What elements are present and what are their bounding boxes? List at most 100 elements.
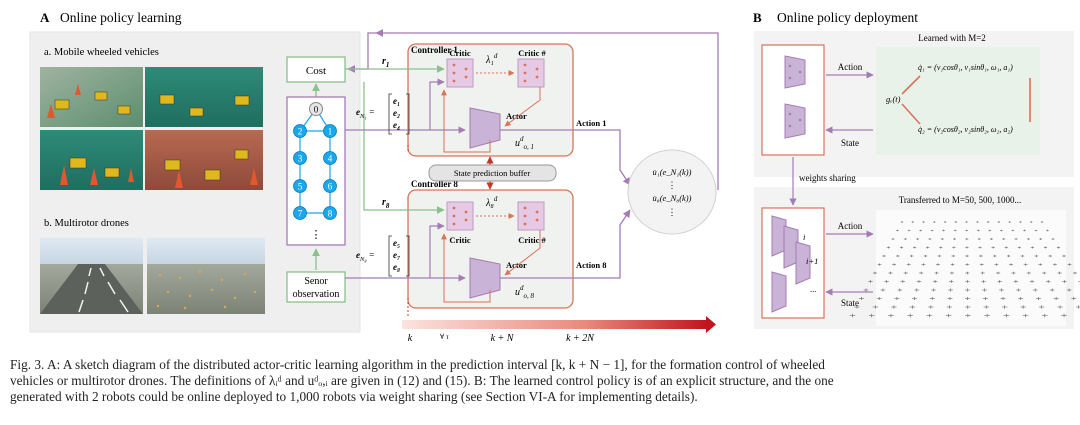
vec8-e8: e₈ [393,262,400,272]
swarm-drone [894,296,900,301]
vehicle-photos [40,67,263,190]
swarm-drone [965,271,970,275]
swarm-drone [1075,305,1080,309]
bottom-state-label: State [841,298,859,308]
panel-b-letter: B [753,10,762,25]
caption-line-1: Fig. 3. A: A sketch diagram of the distr… [10,357,825,372]
swarm-drone [948,288,954,292]
swarm-drone [939,246,943,249]
prediction-dots: ⋮ [668,180,677,190]
sensor-label-2: observation [293,289,340,300]
swarm-drone [1032,288,1038,292]
swarm-drone [999,229,1003,232]
top-action-label: Action [838,62,863,72]
swarm-drone [888,271,893,275]
graph-node-3-label: 3 [298,154,303,164]
swarm-drone [983,305,989,309]
vec1-e2: e₂ [393,108,400,118]
controller-8: Controller 8 λ₈d Critic Critic # Actor u… [407,179,574,309]
bottom-action-label: Action [838,221,863,231]
prediction-1: u̇₁(e_N₁(k)) [653,167,692,177]
drone-swarm [849,221,1080,318]
swarm-drone [1002,238,1006,240]
drone-photos [40,238,265,314]
swarm-drone [1011,229,1015,232]
action-1-arrow [500,129,631,186]
controller-1-critic-label: Critic [449,48,470,58]
network-dots: ... [810,284,816,294]
controller-1-critic [446,58,474,88]
vec8-e7: e₇ [393,250,400,260]
swarm-drone [1022,313,1029,318]
prediction-dots-2: ⋮ [668,207,677,217]
swarm-drone [919,271,924,275]
swarm-drone [1023,229,1026,232]
swarm-drone [965,305,971,309]
e-n8-label: eN₈= [356,250,375,263]
swarm-drone [932,280,938,283]
swarm-drone [933,221,936,223]
figure-caption: Fig. 3. A: A sketch diagram of the distr… [10,357,1072,406]
prediction-8: u̇₈(e_N₈(k)) [653,193,692,203]
swarm-drone [965,313,971,318]
controller-8-lambda: λ₈d [485,195,498,209]
panel-a-title: Online policy learning [60,10,182,25]
graph-node-0 [309,102,323,116]
neighbor-vector-8: eN₈= e₅ e₇ e₈ [356,235,410,277]
controller-8-critic-hash-label: Critic # [518,235,546,245]
swarm-drone [953,238,957,240]
network-i-plus-1: i+1 [806,256,818,266]
swarm-drone [965,229,969,232]
panel-b-title: Online policy deployment [777,10,918,25]
swarm-drone [1030,246,1034,249]
swarm-drone [923,254,928,258]
controller-8-u: udo, 8 [515,284,535,300]
swarm-drone [1001,305,1008,309]
sensor-box [286,271,346,303]
action-8-label: Action 8 [576,260,606,270]
swarm-drone [872,271,878,275]
swarm-drone [899,246,904,249]
swarm-drone [988,229,992,232]
swarm-drone [997,280,1002,283]
swarm-drone [965,296,971,301]
swarm-drone [909,305,916,309]
graph-node-8-label: 8 [328,209,333,219]
swarm-drone [906,263,911,266]
action-1-label: Action 1 [576,118,606,128]
action-8-arrow [500,209,631,279]
swarm-drone [926,313,933,318]
swarm-drone [949,271,955,275]
photo-drones-2 [147,238,265,264]
e-n1-label: eN₁= [356,107,375,120]
graph-node-2 [293,124,307,138]
swarm-drone [911,221,914,223]
swarm-drone [886,246,891,249]
swarm-drone [897,288,903,292]
swarm-drone [995,271,1001,275]
graph-node-1-label: 1 [328,127,333,137]
swarm-drone [1072,271,1078,275]
swarm-drone [1034,254,1039,258]
swarm-drone [942,229,946,232]
swarm-drone [909,254,914,258]
graph-node-5 [293,179,307,193]
swarm-drone [986,221,990,223]
swarm-drone [912,296,918,301]
swarm-drone [965,280,970,283]
swarm-drone [863,288,869,292]
swarm-drone [884,280,889,283]
controller-8-actor-label: Actor [506,260,527,270]
communication-graph: 0 1 2 3 4 5 6 7 8 ⋮ [286,96,346,246]
swarm-drone [1062,254,1066,258]
swarm-drone [903,238,907,240]
swarm-drone [977,238,981,240]
neighbor-vector-1: eN₁= e₁ e₂ e₄ [356,93,410,135]
swarm-drone [919,229,922,232]
caption-line-2: vehicles or multirotor drones. The defin… [10,373,834,389]
top-state-label: State [841,138,859,148]
swarm-drone [900,280,906,283]
swarm-drone [916,280,922,283]
swarm-drone [928,238,932,240]
swarm-drone [907,313,914,318]
